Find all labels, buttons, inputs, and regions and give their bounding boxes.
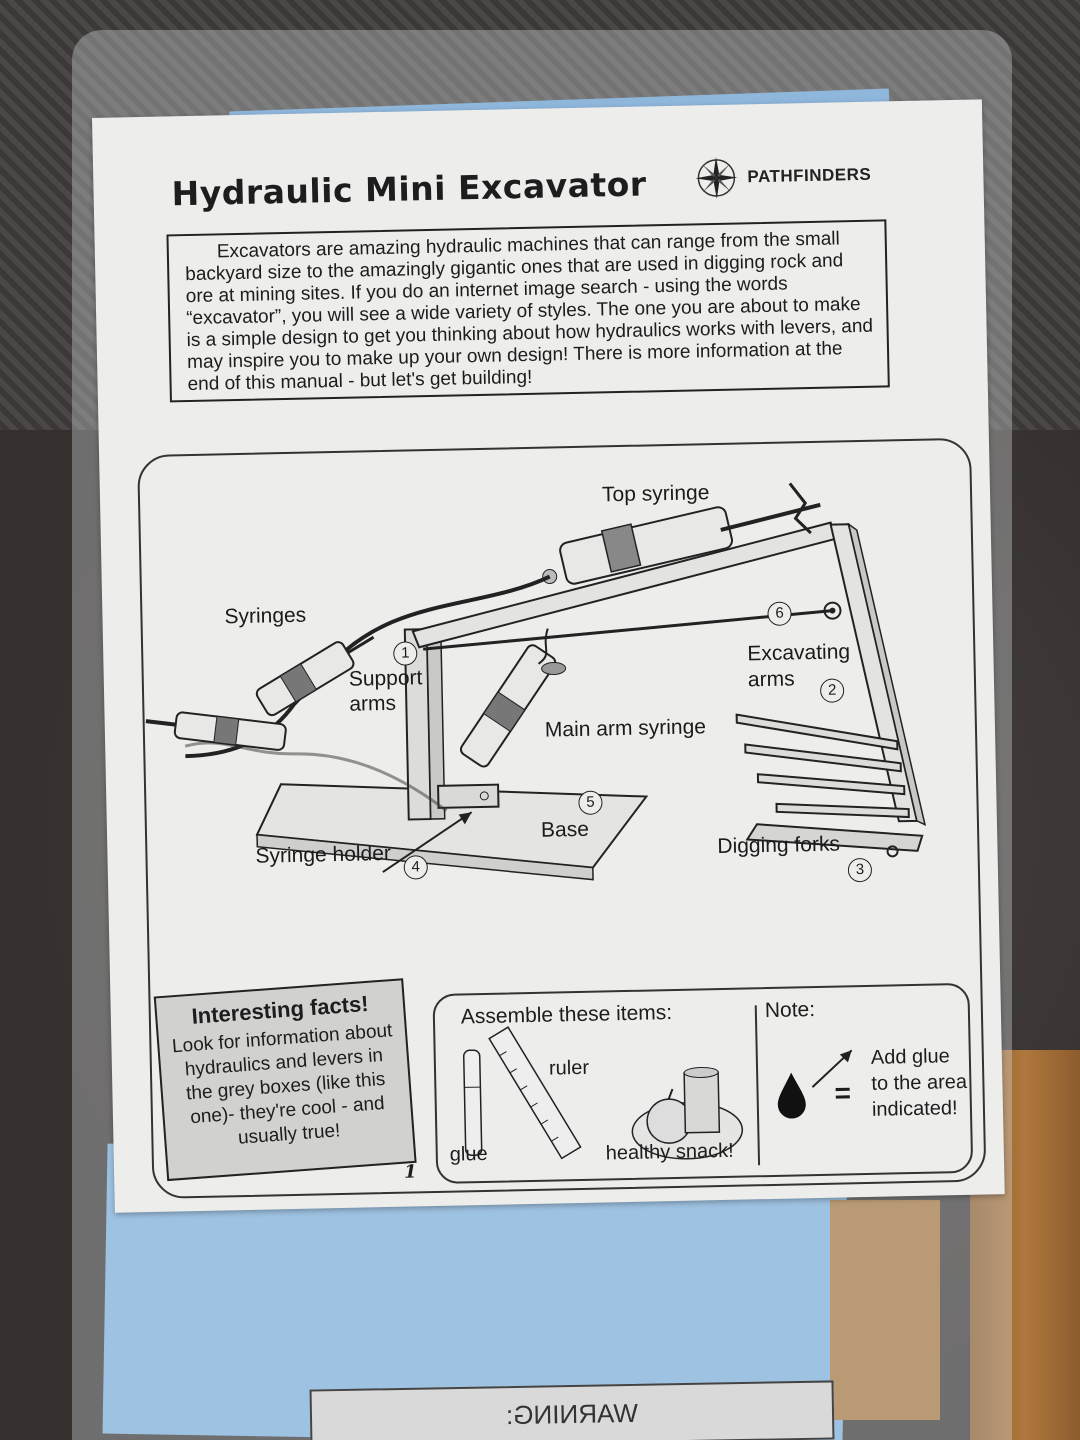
label-top-syringe: Top syringe [601, 481, 710, 507]
item-healthy-snack: healthy snack! [605, 1139, 734, 1165]
excavator-diagram: Top syringe Syringes 1 Support arms 6 Ex… [137, 437, 987, 1199]
assemble-items-box: Assemble these items: [432, 982, 974, 1185]
facts-body: Look for information about hydraulics an… [171, 1020, 394, 1149]
glue-icon [462, 1049, 483, 1157]
warning-label: WARNING: [309, 1380, 835, 1440]
cork-sheet [830, 1200, 940, 1420]
label-base: Base [540, 817, 590, 842]
label-main-arm-syringe: Main arm syringe [544, 715, 707, 742]
note-text: Add glue to the area indicated! [870, 1045, 968, 1121]
snack-icon [631, 1066, 744, 1160]
assemble-drawings [462, 1026, 744, 1160]
label-excavating-arms-line1: Excavating [747, 640, 851, 666]
label-syringe-holder: Syringe holder [255, 841, 392, 868]
compass-icon [695, 156, 738, 199]
label-support-arms-line2: arms [349, 691, 397, 716]
brand-name: PATHFINDERS [747, 164, 872, 187]
note-equals: = [834, 1077, 852, 1109]
manual-title: Hydraulic Mini Excavator [171, 164, 647, 214]
brand-logo: PATHFINDERS [693, 152, 872, 202]
page-number: 1 [403, 1161, 417, 1183]
note-heading: Note: [764, 998, 816, 1023]
label-syringes: Syringes [224, 603, 307, 629]
intro-text-box: Excavators are amazing hydraulic machine… [166, 219, 890, 403]
glue-drop-icon [777, 1072, 806, 1119]
label-support-arms-line1: Support [348, 666, 423, 691]
interesting-facts-box: Interesting facts! Look for information … [153, 978, 417, 1182]
label-excavating-arms-line2: arms [747, 667, 795, 692]
ruler-icon [488, 1026, 582, 1160]
instruction-sheet: Hydraulic Mini Excavator PATHFINDERS Exc… [92, 99, 1005, 1213]
excavator-drawing [145, 482, 927, 1088]
item-ruler: ruler [548, 1056, 590, 1080]
label-digging-forks: Digging forks [717, 832, 841, 859]
item-glue: glue [449, 1142, 488, 1166]
